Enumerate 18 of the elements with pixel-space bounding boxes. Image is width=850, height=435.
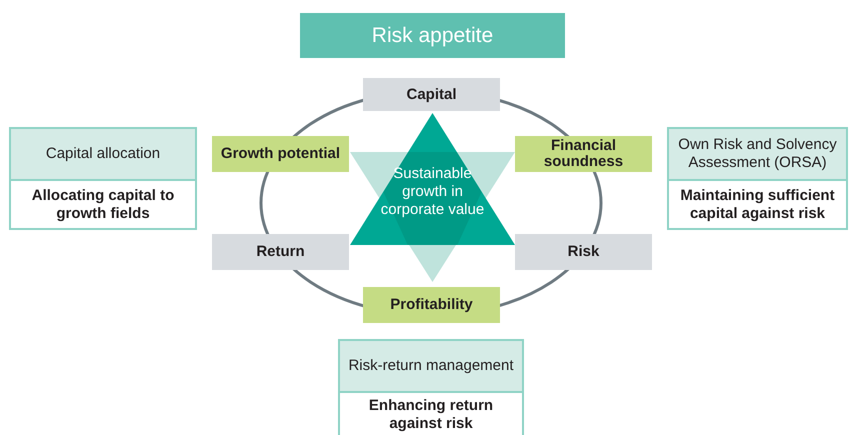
label-box: Return xyxy=(212,234,349,270)
card-text: Maintaining sufficient capital against risk xyxy=(679,186,836,224)
info-card xyxy=(667,127,848,230)
star-shape xyxy=(350,113,515,282)
info-card xyxy=(9,127,197,230)
label-box: Profitability xyxy=(363,287,500,323)
label-box: Capital xyxy=(363,78,500,111)
title-banner: Risk appetite xyxy=(300,13,565,58)
card-text: Allocating capital to growth fields xyxy=(30,186,176,224)
label-box: Growth potential xyxy=(212,136,349,172)
label-box: Financial soundness xyxy=(515,136,652,172)
card-text: Enhancing return against risk xyxy=(368,396,494,434)
card-heading: Capital allocation xyxy=(11,129,195,181)
info-card xyxy=(338,339,524,435)
label-box: Risk xyxy=(515,234,652,270)
card-heading: Own Risk and Solvency Assessment (ORSA) xyxy=(669,129,846,181)
center-text: Sustainable growth in corporate value xyxy=(380,164,486,218)
card-heading: Risk-return management xyxy=(340,341,522,393)
